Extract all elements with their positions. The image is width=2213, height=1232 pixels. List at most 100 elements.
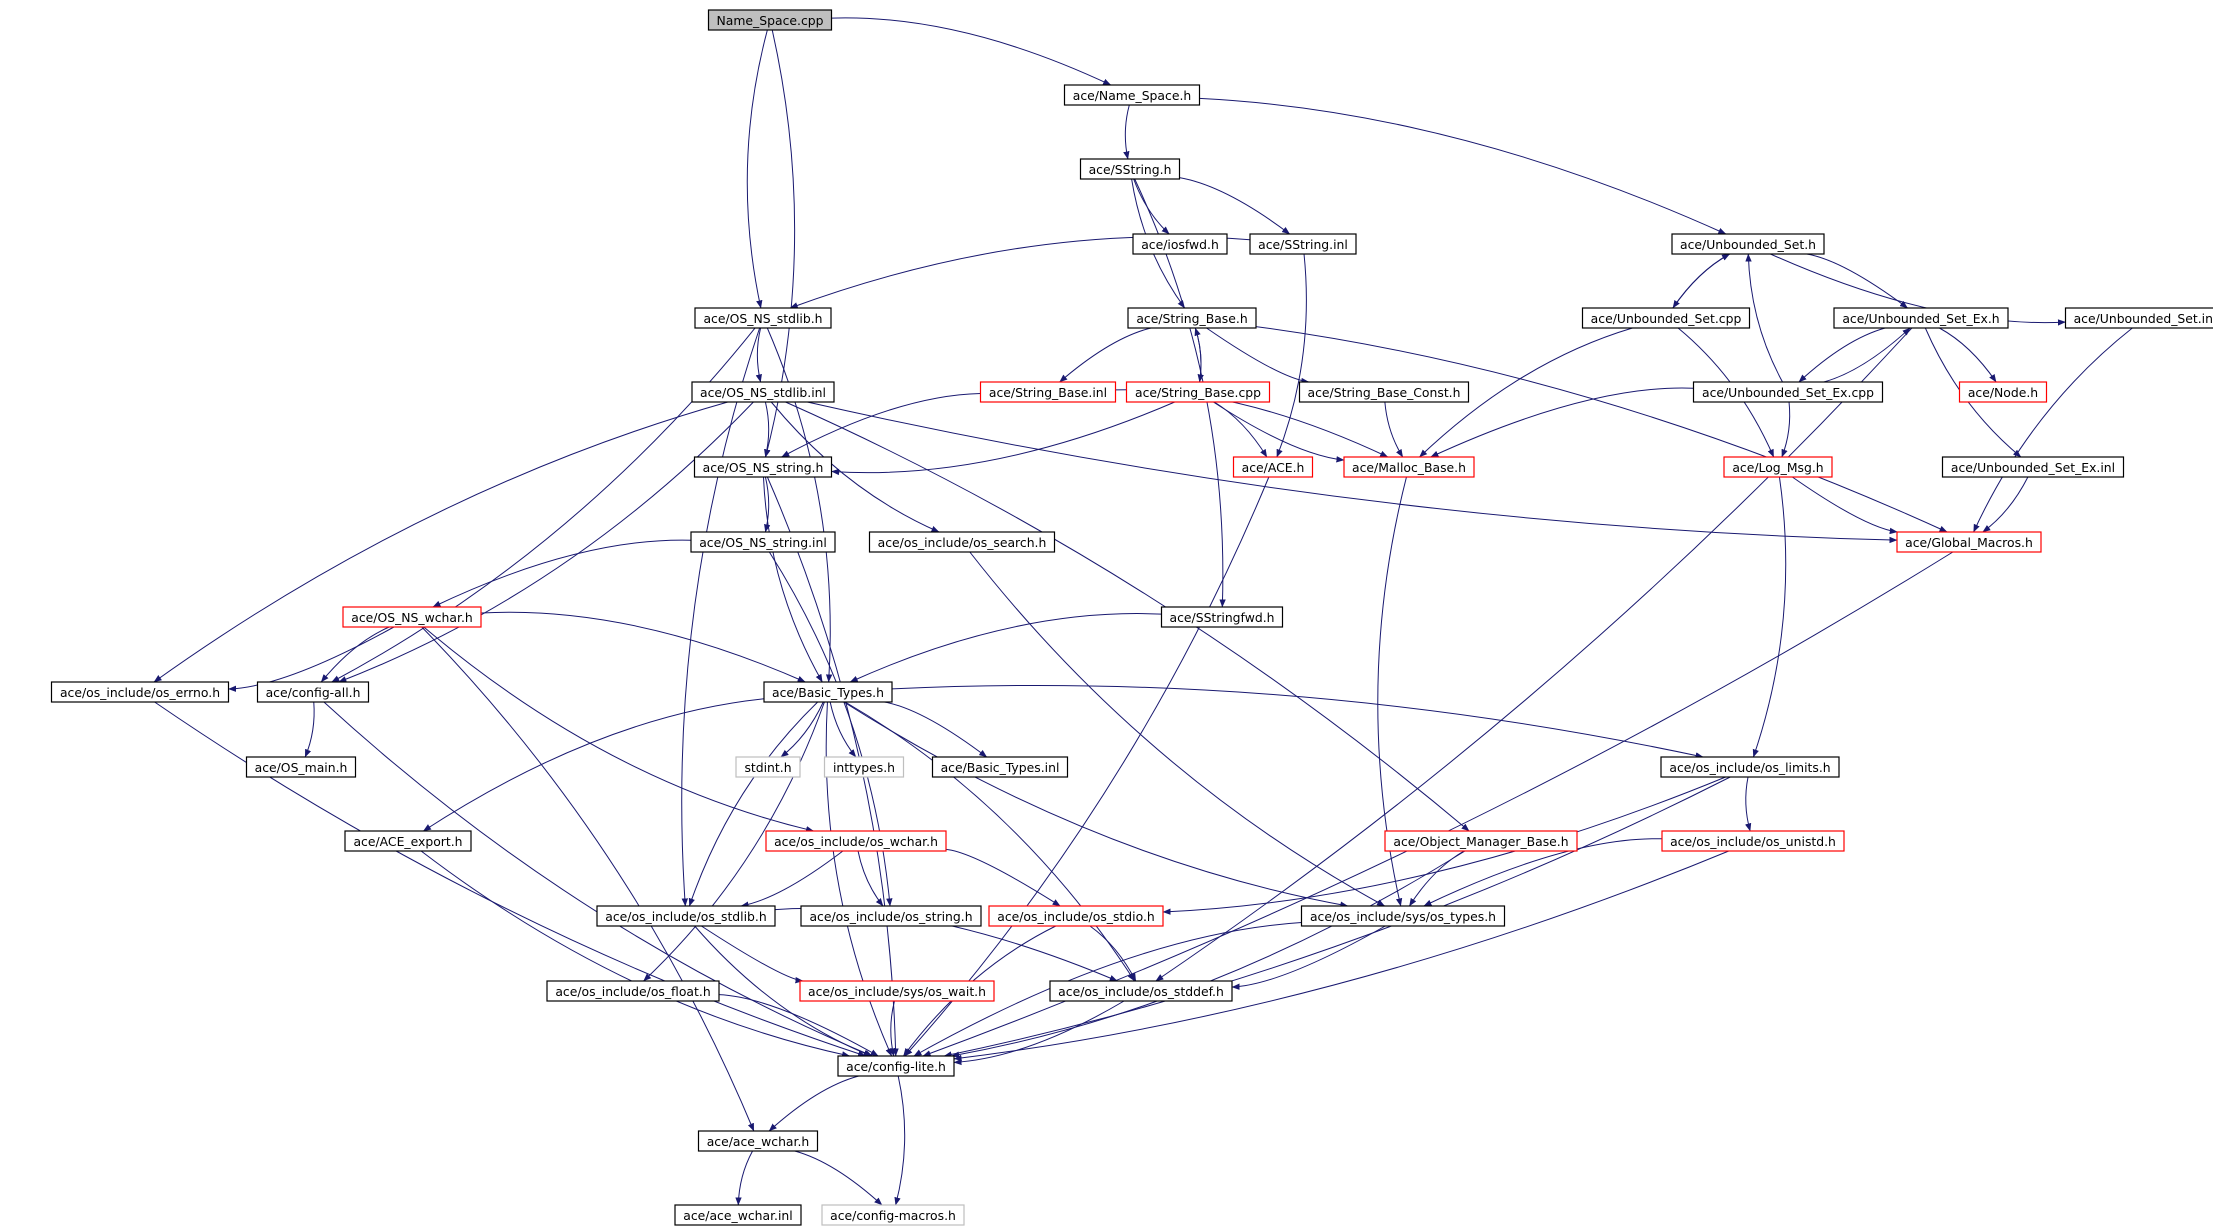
- graph-node-n20[interactable]: ace/Log_Msg.h: [1723, 456, 1833, 478]
- graph-node-n38[interactable]: ace/os_include/os_unistd.h: [1661, 830, 1845, 852]
- edge-n13-to-n17: [831, 401, 1175, 476]
- graph-node-n32[interactable]: inttypes.h: [823, 756, 905, 778]
- graph-node-n31[interactable]: stdint.h: [735, 756, 801, 778]
- edge-n6-to-n11: [755, 327, 762, 383]
- graph-node-n35[interactable]: ace/ACE_export.h: [344, 830, 472, 852]
- graph-node-n30[interactable]: ace/OS_main.h: [245, 756, 357, 778]
- node-label: ace/os_include/os_stddef.h: [1058, 984, 1224, 999]
- node-label: stdint.h: [744, 760, 791, 775]
- graph-node-n1[interactable]: ace/Name_Space.h: [1063, 84, 1201, 106]
- graph-node-n19[interactable]: ace/Malloc_Base.h: [1343, 456, 1475, 478]
- edge-n41-to-n46: [903, 925, 1057, 1057]
- edge-n11-to-n28: [338, 401, 754, 683]
- nodes-layer: Name_Space.cpp ace/Name_Space.h ace/SStrin…: [50, 9, 2213, 1226]
- edge-n6-to-n39: [681, 327, 761, 907]
- edge-n44-to-n46: [888, 1000, 896, 1057]
- edge-n14-to-n19: [1384, 401, 1404, 458]
- node-box: [1300, 905, 1506, 927]
- graph-node-n17[interactable]: ace/OS_NS_string.h: [693, 456, 833, 478]
- graph-node-n36[interactable]: ace/os_include/os_wchar.h: [765, 830, 947, 852]
- node-label: Name_Space.cpp: [717, 13, 824, 28]
- node-label: ace/SString.h: [1089, 162, 1172, 177]
- node-box: [800, 905, 982, 927]
- node-box: [1049, 980, 1233, 1002]
- edge-n0-to-n6: [746, 29, 768, 309]
- graph-node-n18[interactable]: ace/ACE.h: [1232, 456, 1314, 478]
- graph-node-n9[interactable]: ace/Unbounded_Set_Ex.h: [1833, 307, 2009, 329]
- edge-n1-to-n3: [1199, 97, 1727, 235]
- node-box: [1343, 456, 1475, 478]
- edge-n2-to-n5: [1179, 177, 1291, 235]
- edge-n8-to-n3: [1672, 253, 1730, 309]
- node-label: ace/ACE_export.h: [353, 834, 462, 849]
- edge-n29-to-n42: [843, 701, 1349, 908]
- node-label: ace/OS_NS_stdlib.inl: [700, 385, 826, 400]
- graph-node-n49[interactable]: ace/config-macros.h: [821, 1204, 965, 1226]
- edge-n15-to-n3: [1745, 253, 1783, 383]
- graph-node-n23[interactable]: ace/os_include/os_search.h: [868, 531, 1056, 553]
- graph-node-n10[interactable]: ace/Unbounded_Set.inl: [2064, 307, 2213, 329]
- node-label: ace/OS_main.h: [255, 760, 348, 775]
- graph-node-n6[interactable]: ace/OS_NS_stdlib.h: [694, 307, 832, 329]
- node-label: ace/os_include/os_limits.h: [1669, 760, 1830, 775]
- node-box: [674, 1204, 802, 1226]
- graph-node-n12[interactable]: ace/String_Base.inl: [979, 381, 1117, 403]
- graph-node-n45[interactable]: ace/os_include/os_stddef.h: [1049, 980, 1233, 1002]
- graph-node-n14[interactable]: ace/String_Base_Const.h: [1298, 381, 1470, 403]
- graph-node-n11[interactable]: ace/OS_NS_stdlib.inl: [691, 381, 835, 403]
- graph-node-n13[interactable]: ace/String_Base.cpp: [1125, 381, 1271, 403]
- graph-node-n34[interactable]: ace/os_include/os_limits.h: [1660, 756, 1840, 778]
- node-label: ace/os_include/os_wchar.h: [774, 834, 938, 849]
- edge-n22-to-n40: [768, 551, 893, 907]
- node-label: ace/OS_NS_stdlib.h: [703, 311, 822, 326]
- edge-n10-to-n24: [1973, 327, 2133, 533]
- edge-n28-to-n30: [304, 701, 315, 758]
- graph-node-n47[interactable]: ace/ace_wchar.h: [697, 1130, 819, 1152]
- node-label: inttypes.h: [833, 760, 895, 775]
- graph-node-n3[interactable]: ace/Unbounded_Set.h: [1671, 233, 1825, 255]
- graph-node-n48[interactable]: ace/ace_wchar.inl: [674, 1204, 802, 1226]
- node-box: [546, 980, 720, 1002]
- graph-node-n28[interactable]: ace/config-all.h: [256, 681, 370, 703]
- graph-node-n46[interactable]: ace/config-lite.h: [837, 1055, 955, 1077]
- graph-node-n5[interactable]: ace/SString.inl: [1249, 233, 1357, 255]
- edge-n7-to-n14: [1206, 327, 1310, 385]
- node-label: ace/os_include/os_unistd.h: [1670, 834, 1836, 849]
- edge-n29-to-n35: [423, 698, 765, 832]
- graph-node-n40[interactable]: ace/os_include/os_string.h: [800, 905, 982, 927]
- graph-node-n42[interactable]: ace/os_include/sys/os_types.h: [1300, 905, 1506, 927]
- edge-n26-to-n29: [849, 613, 1162, 683]
- graph-node-n33[interactable]: ace/Basic_Types.inl: [931, 756, 1069, 778]
- graph-node-n21[interactable]: ace/Unbounded_Set_Ex.inl: [1941, 456, 2125, 478]
- graph-node-n27[interactable]: ace/os_include/os_errno.h: [50, 681, 230, 703]
- graph-node-n2[interactable]: ace/SString.h: [1079, 158, 1181, 180]
- edge-n25-to-n28: [320, 626, 390, 683]
- graph-node-n7[interactable]: ace/String_Base.h: [1127, 307, 1257, 329]
- graph-node-n24[interactable]: ace/Global_Macros.h: [1896, 531, 2042, 553]
- edge-n23-to-n42: [969, 551, 1385, 907]
- node-box: [1063, 84, 1201, 106]
- node-box: [1958, 381, 2048, 403]
- graph-node-n25[interactable]: ace/OS_NS_wchar.h: [342, 606, 482, 628]
- graph-node-n43[interactable]: ace/os_include/os_float.h: [546, 980, 720, 1002]
- edge-n29-to-n39: [688, 701, 819, 907]
- graph-node-n41[interactable]: ace/os_include/os_stdio.h: [988, 905, 1164, 927]
- graph-node-n44[interactable]: ace/os_include/sys/os_wait.h: [799, 980, 995, 1002]
- edge-n3-to-n9: [1806, 253, 1908, 309]
- graph-node-n37[interactable]: ace/Object_Manager_Base.h: [1384, 830, 1578, 852]
- node-label: ace/os_include/os_float.h: [555, 984, 710, 999]
- node-label: ace/config-macros.h: [830, 1208, 956, 1223]
- graph-node-n39[interactable]: ace/os_include/os_stdlib.h: [596, 905, 776, 927]
- node-label: ace/iosfwd.h: [1141, 237, 1219, 252]
- graph-node-n22[interactable]: ace/OS_NS_string.inl: [690, 531, 836, 553]
- graph-node-n29[interactable]: ace/Basic_Types.h: [763, 681, 893, 703]
- graph-node-n16[interactable]: ace/Node.h: [1958, 381, 2048, 403]
- graph-node-n26[interactable]: ace/SStringfwd.h: [1160, 606, 1284, 628]
- graph-node-n8[interactable]: ace/Unbounded_Set.cpp: [1581, 307, 1751, 329]
- node-label: ace/os_include/os_errno.h: [60, 685, 220, 700]
- graph-node-n0[interactable]: Name_Space.cpp: [707, 9, 833, 31]
- graph-node-n4[interactable]: ace/iosfwd.h: [1132, 233, 1228, 255]
- node-box: [931, 756, 1069, 778]
- node-label: ace/Node.h: [1968, 385, 2038, 400]
- graph-node-n15[interactable]: ace/Unbounded_Set_Ex.cpp: [1692, 381, 1884, 403]
